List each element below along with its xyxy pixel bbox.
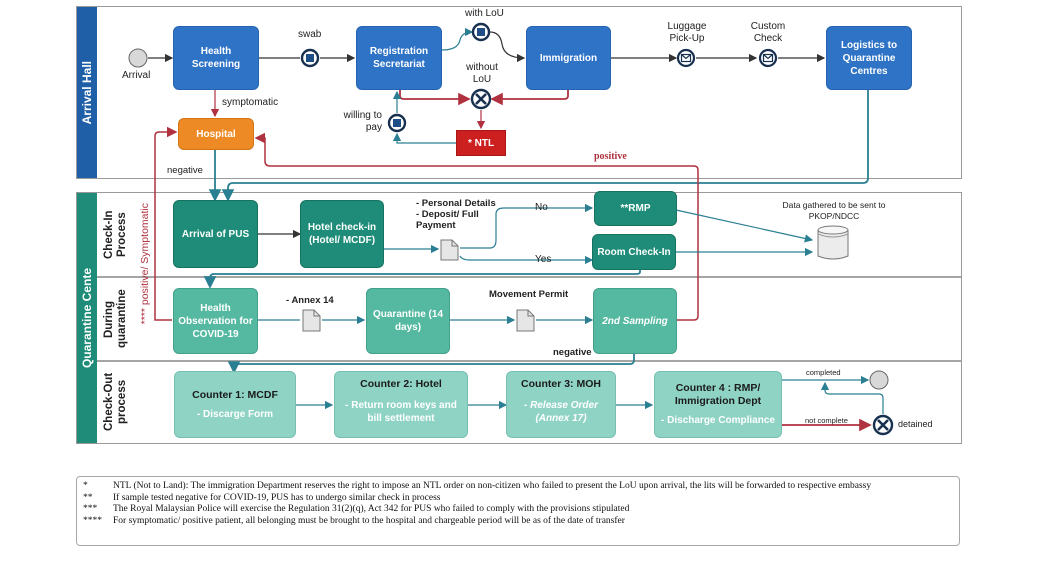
arrival-label: Arrival — [122, 70, 151, 81]
movement-permit-label: Movement Permit — [489, 289, 569, 300]
arrival-of-pus-task[interactable]: Arrival of PUS — [173, 200, 258, 268]
without-lou-gateway-icon — [470, 88, 492, 110]
health-observation-task[interactable]: Health Observation for COVID-19 — [173, 288, 258, 354]
hospital-task[interactable]: Hospital — [178, 118, 254, 150]
footnote: *NTL (Not to Land): The immigration Depa… — [83, 481, 872, 491]
with-lou-event-icon — [471, 22, 491, 42]
counter-4-task[interactable]: Counter 4 : RMP/ Immigration Dept - Disc… — [654, 371, 782, 438]
willing-to-pay-label: willing to pay — [343, 110, 382, 133]
detained-gateway-icon — [872, 414, 894, 436]
negative-label: negative — [167, 165, 203, 176]
no-label: No — [535, 202, 548, 213]
flow-doc-no — [460, 203, 594, 249]
data-gathered-note: Data gathered to be sent to PKOP/NDCC — [782, 200, 886, 221]
counter-1-task[interactable]: Counter 1: MCDF - Discarge Form — [174, 371, 296, 438]
flow-doc-yes — [459, 255, 594, 265]
hotel-checkin-task[interactable]: Hotel check-in (Hotel/ MCDF) — [300, 200, 384, 268]
payment-document-icon — [440, 239, 459, 261]
swab-event-icon — [300, 48, 320, 68]
flow-positive — [254, 132, 699, 321]
footnote: ****For symptomatic/ positive patient, a… — [83, 515, 625, 526]
willing-to-pay-event-icon — [387, 113, 407, 133]
custom-envelope-icon — [758, 48, 778, 68]
flow-logistics-checkin — [221, 90, 869, 202]
ntl-task[interactable]: * NTL — [456, 130, 506, 156]
registration-secretariat-task[interactable]: Registration Secretariat — [356, 26, 442, 90]
doc-item-personal: - Personal Details — [416, 198, 496, 209]
second-sampling-task[interactable]: 2nd Sampling — [593, 288, 677, 354]
flow-imm-without — [490, 90, 569, 106]
swab-label: swab — [298, 29, 322, 40]
rmp-task[interactable]: **RMP — [594, 191, 677, 226]
flow-detained-completed — [820, 381, 884, 414]
negative-label-2: negative — [553, 347, 592, 358]
flow-reg-withlou — [441, 27, 474, 51]
lane-divider — [97, 276, 961, 278]
luggage-label: Luggage Pick-Up — [667, 21, 707, 44]
counter-2-task[interactable]: Counter 2: Hotel - Return room keys and … — [334, 371, 468, 438]
arrival-hall-header: Arrival Hall — [77, 7, 97, 178]
completed-label: completed — [806, 368, 841, 377]
footnote: ***The Royal Malaysian Police will exerc… — [83, 504, 630, 514]
permit-document-icon — [516, 309, 535, 332]
with-lou-label: with LoU — [465, 8, 504, 19]
flow-room-observation — [203, 270, 641, 289]
footnotes-box: *NTL (Not to Land): The immigration Depa… — [76, 476, 960, 546]
quarantine-centre-header: Quarantine Cente — [77, 193, 97, 443]
flow-reg-without — [399, 90, 471, 106]
not-complete-label: not complete — [805, 416, 848, 425]
detained-label: detained — [898, 419, 933, 429]
flow-symptomatic — [154, 126, 178, 321]
luggage-envelope-icon — [676, 48, 696, 68]
quarantine-task[interactable]: Quarantine (14 days) — [366, 288, 450, 354]
positive-symptomatic-note: **** positive/ Symptomatic — [139, 203, 151, 325]
logistics-task[interactable]: Logistics to Quarantine Centres — [826, 26, 912, 90]
annex14-label: - Annex 14 — [286, 295, 334, 306]
custom-label: Custom Check — [750, 21, 786, 44]
counter-3-task[interactable]: Counter 3: MOH - Release Order (Annex 17… — [506, 371, 616, 438]
flow-rmp-data — [675, 209, 814, 243]
flow-ntl-pay — [392, 132, 456, 144]
lane-divider — [97, 360, 961, 362]
end-event — [869, 370, 889, 390]
immigration-task[interactable]: Immigration — [526, 26, 611, 90]
room-checkin-task[interactable]: Room Check-In — [592, 234, 676, 270]
database-icon — [817, 225, 849, 260]
without-lou-label: without LoU — [466, 62, 498, 85]
arrival-start-event — [128, 48, 148, 68]
positive-label: positive — [594, 151, 627, 162]
annex14-document-icon — [302, 309, 321, 332]
flow-sampling-negative — [227, 354, 635, 374]
yes-label: Yes — [535, 254, 552, 265]
symptomatic-label: symptomatic — [222, 97, 279, 108]
doc-item-deposit: - Deposit/ Full Payment — [416, 209, 479, 231]
footnote: **If sample tested negative for COVID-19… — [83, 492, 441, 503]
flow-withlou-immigration — [489, 31, 526, 63]
health-screening-task[interactable]: Health Screening — [173, 26, 259, 90]
